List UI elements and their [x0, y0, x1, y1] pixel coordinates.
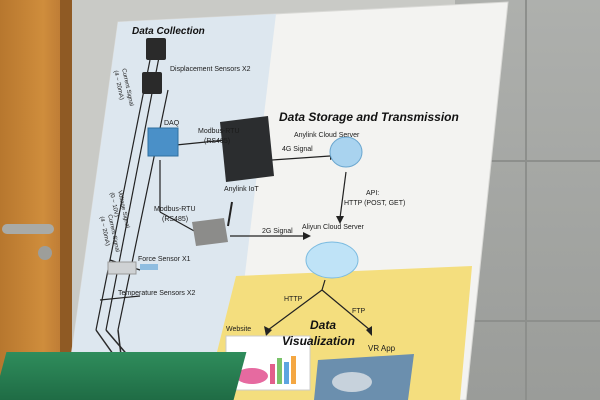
tile-grout — [455, 320, 600, 322]
label-rs485-bottom: (RS485) — [162, 216, 189, 223]
label-aliyun-cloud: Aliyun Cloud Server — [302, 224, 364, 231]
label-website: Website — [226, 326, 252, 333]
daq-module-icon — [147, 127, 179, 157]
force-sensor-icon — [107, 261, 137, 275]
label-http-methods: HTTP (POST, GET) — [344, 200, 406, 207]
label-modbus-rtu-top: Modbus-RTU — [198, 128, 240, 135]
antenna-icon — [227, 201, 233, 227]
iot-module-icon — [192, 218, 228, 246]
label-2g-signal: 2G Signal — [262, 228, 293, 235]
force-sensor-cable-icon — [140, 264, 158, 270]
label-ftp: FTP — [352, 308, 366, 315]
label-anylink-iot: Anylink IoT — [224, 186, 259, 193]
label-anylink-cloud: Anylink Cloud Server — [294, 132, 360, 139]
label-http: HTTP — [284, 296, 303, 303]
tile-grout — [455, 160, 600, 162]
website-chart-bars — [236, 356, 296, 384]
green-table — [0, 352, 247, 400]
vr-scene-detail — [332, 372, 372, 392]
label-4g-signal: 4G Signal — [282, 146, 313, 153]
label-displacement-sensors: Displacement Sensors X2 — [170, 66, 251, 73]
section-title-visualization-1: Data — [310, 318, 337, 332]
label-rs485-top: (RS485) — [204, 138, 231, 145]
section-title-collection: Data Collection — [132, 26, 205, 37]
section-title-storage: Data Storage and Transmission — [279, 110, 459, 124]
door-lock — [38, 246, 52, 260]
label-daq: DAQ — [164, 120, 180, 127]
tile-grout — [525, 0, 527, 400]
cloud-server-icon — [305, 241, 359, 279]
gateway-box-icon — [220, 116, 274, 182]
door-frame — [60, 0, 72, 400]
displacement-sensor-icon — [142, 72, 162, 94]
door-handle — [2, 224, 54, 234]
label-force-sensor: Force Sensor X1 — [138, 256, 191, 263]
collection-panel — [65, 14, 276, 400]
wooden-door — [0, 0, 72, 400]
section-title-visualization-2: Visualization — [282, 334, 355, 348]
label-vr-app: VR App — [368, 344, 396, 353]
label-modbus-rtu-bottom: Modbus-RTU — [154, 206, 196, 213]
label-api: API: — [366, 190, 380, 197]
label-temperature-sensors: Temperature Sensors X2 — [118, 290, 196, 297]
cloud-server-icon — [329, 136, 363, 168]
displacement-sensor-icon — [146, 38, 166, 60]
